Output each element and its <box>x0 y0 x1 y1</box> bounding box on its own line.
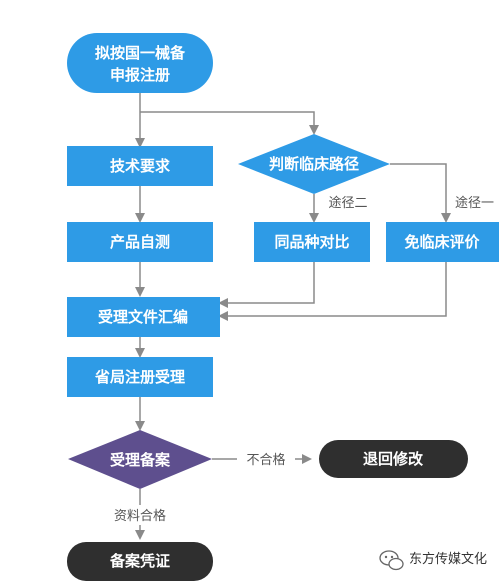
accept-filing-label: 受理备案 <box>110 451 171 469</box>
return-modify-label: 退回修改 <box>363 450 424 468</box>
filing-certificate-box <box>67 542 213 581</box>
filing-certificate-label: 备案凭证 <box>109 552 170 570</box>
connectors <box>135 92 451 540</box>
product-self-test-box <box>67 222 213 262</box>
edge-label-path-two: 途径二 <box>328 195 367 211</box>
same-variety-compare-box <box>254 222 370 262</box>
start-node-line1: 拟按国一械备 <box>95 44 186 62</box>
tech-requirements-label: 技术要求 <box>110 157 171 175</box>
watermark-text: 东方传媒文化 <box>409 551 487 567</box>
compile-documents-box <box>67 297 220 337</box>
edge-label-docs-qualified-bg <box>100 505 180 525</box>
product-self-test-label: 产品自测 <box>110 233 170 251</box>
edge-same-variety-to-compile <box>218 262 315 308</box>
exempt-clinical-eval-label: 免临床评价 <box>404 233 480 251</box>
judge-clinical-path-diamond <box>238 134 390 194</box>
edge-label-not-qualified: 不合格 <box>246 452 285 468</box>
edge-exempt-to-compile <box>218 262 447 321</box>
judge-clinical-path-label: 判断临床路径 <box>269 155 359 173</box>
wechat-icon <box>379 550 404 571</box>
watermark: 东方传媒文化 <box>379 550 487 571</box>
start-node <box>67 33 213 93</box>
edge-start-to-judge <box>140 111 319 135</box>
edge-label-path-one: 途径一 <box>455 195 494 211</box>
tech-requirements-box <box>67 146 213 186</box>
start-node-line2: 申报注册 <box>110 66 170 84</box>
edge-label-path-one-bg <box>452 193 499 211</box>
edge-label-not-qualified-bg <box>237 450 295 468</box>
edge-judge-to-exempt <box>390 163 451 223</box>
edge-label-docs-qualified: 资料合格 <box>114 508 166 524</box>
exempt-clinical-eval-box <box>386 222 499 262</box>
provincial-bureau-accept-box <box>67 357 213 397</box>
same-variety-compare-label: 同品种对比 <box>274 233 349 251</box>
provincial-bureau-accept-label: 省局注册受理 <box>94 368 185 386</box>
compile-documents-label: 受理文件汇编 <box>98 308 188 326</box>
accept-filing-diamond <box>68 430 212 489</box>
return-modify-box <box>319 440 468 478</box>
